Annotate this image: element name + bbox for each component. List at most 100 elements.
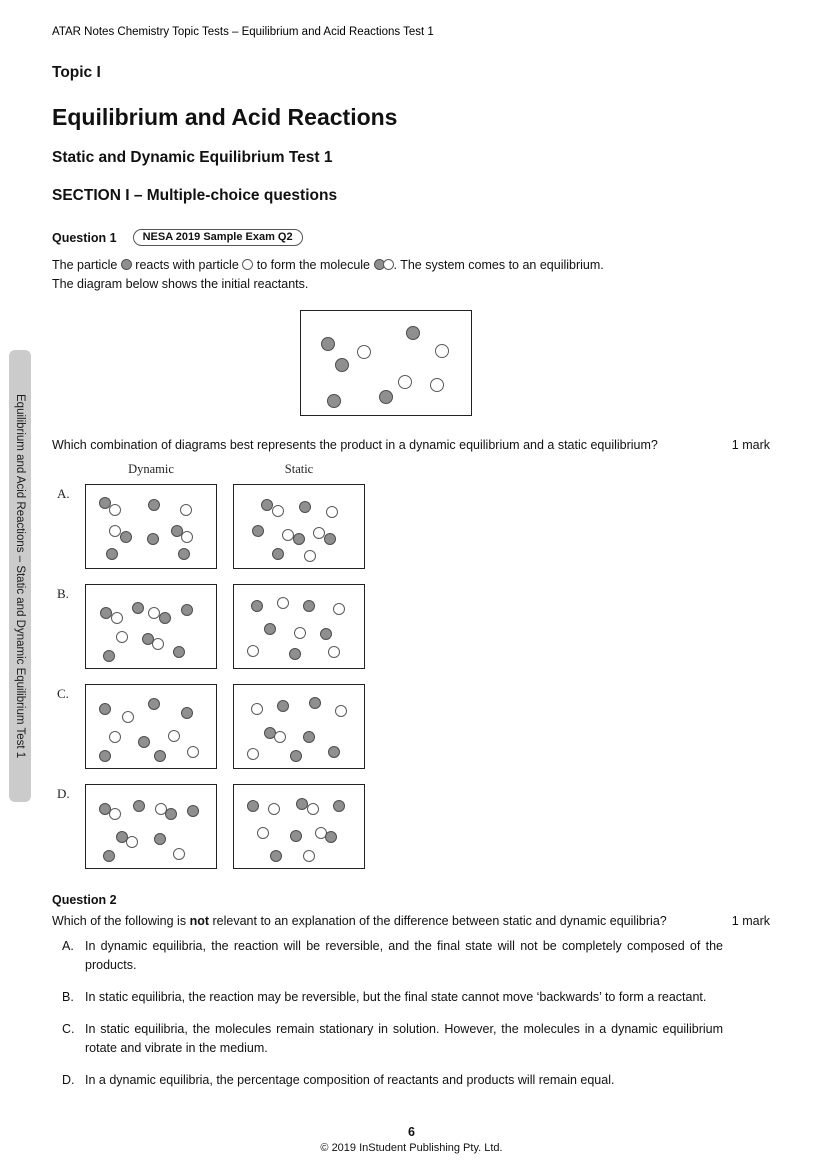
white-particle [335, 704, 348, 717]
copyright-notice: © 2019 InStudent Publishing Pty. Ltd. [320, 1142, 503, 1154]
prompt-bold-word: not [189, 914, 210, 928]
white-particle-icon [242, 259, 254, 270]
option2-letter-c: C. [62, 1022, 75, 1036]
option2-letter-d: D. [62, 1073, 75, 1087]
gray-particle [319, 628, 332, 641]
option-letter-a: A. [57, 486, 70, 501]
dynamic-column-label: Dynamic [128, 462, 174, 476]
gray-particle [325, 831, 337, 844]
gray-particle [323, 533, 336, 546]
gray-particle [148, 698, 161, 711]
white-particle [435, 344, 450, 359]
option-row-c: C. [52, 684, 770, 769]
question2-prompt: Which of the following is not relevant t… [52, 914, 667, 928]
gray-particle [289, 749, 302, 762]
gray-particle [99, 497, 111, 510]
white-particle [276, 596, 289, 609]
white-particle [257, 826, 270, 839]
white-particle [271, 504, 284, 517]
white-particle [152, 638, 165, 651]
gray-particle [276, 699, 289, 712]
side-tab: Equilibrium and Acid Reactions – Static … [9, 350, 31, 802]
white-particle [173, 848, 186, 861]
gray-particle [379, 390, 394, 405]
option2-text-a: In dynamic equilibria, the reaction will… [85, 939, 723, 972]
exam-source-badge: NESA 2019 Sample Exam Q2 [132, 229, 303, 246]
white-particle [397, 375, 412, 390]
gray-particle [102, 849, 115, 862]
gray-particle [250, 599, 263, 612]
gray-particle [302, 599, 315, 612]
white-particle [109, 731, 122, 744]
test-subtitle: Static and Dynamic Equilibrium Test 1 [52, 149, 333, 166]
question2-option-b: B. In static equilibria, the reaction ma… [62, 988, 723, 1007]
gray-particle [252, 524, 265, 537]
gray-particle [138, 735, 150, 748]
white-particle [357, 345, 372, 360]
intro-text-1: The particle [52, 258, 118, 272]
running-header: ATAR Notes Chemistry Topic Tests – Equil… [52, 26, 434, 38]
question1-prompt: Which combination of diagrams best repre… [52, 438, 658, 452]
gray-particle [131, 601, 144, 614]
question2-label: Question 2 [52, 893, 117, 907]
gray-particle [180, 604, 193, 617]
gray-particle [406, 325, 421, 340]
gray-particle [289, 829, 302, 842]
gray-particle [288, 648, 301, 661]
white-particle [306, 803, 319, 816]
option-c-dynamic-diagram [85, 684, 217, 769]
white-particle [122, 710, 135, 723]
question2-prompt-row: Which of the following is not relevant t… [52, 914, 770, 928]
option2-text-b: In static equilibria, the reaction may b… [85, 990, 707, 1004]
white-particle [250, 703, 263, 716]
question1-marks: 1 mark [731, 438, 770, 452]
white-particle [126, 836, 139, 849]
option-b-dynamic-diagram [85, 584, 217, 669]
gray-particle [261, 499, 274, 512]
page-content: ATAR Notes Chemistry Topic Tests – Equil… [52, 26, 770, 1090]
question1-intro: The particle reacts with particle to for… [52, 256, 770, 294]
gray-particle [180, 706, 193, 719]
gray-particle [165, 808, 178, 821]
gray-particle [327, 746, 340, 759]
question1-prompt-row: Which combination of diagrams best repre… [52, 438, 770, 452]
question1-label: Question 1 [52, 230, 117, 245]
gray-particle [326, 394, 341, 409]
white-particle [109, 808, 122, 821]
white-particle [313, 526, 326, 539]
option-b-static-diagram [233, 584, 365, 669]
white-particle [274, 731, 287, 744]
gray-particle [178, 548, 191, 561]
page-number: 6 [408, 1125, 415, 1139]
molecule-white-icon [382, 259, 394, 270]
white-particle [115, 631, 128, 644]
gray-particle [99, 749, 111, 762]
question2-option-d: D. In a dynamic equilibria, the percenta… [62, 1071, 723, 1090]
initial-reactants-diagram [300, 310, 472, 416]
gray-particle [332, 799, 345, 812]
white-particle [430, 377, 445, 392]
white-particle [247, 748, 259, 761]
question2-option-c: C. In static equilibria, the molecules r… [62, 1020, 723, 1058]
white-particle [302, 849, 315, 862]
gray-particle [153, 749, 166, 762]
gray-particle [170, 524, 183, 537]
question2-block: Question 2 Which of the following is not… [52, 893, 770, 1090]
gray-particle [271, 548, 284, 561]
white-particle [332, 603, 345, 616]
intro-text-4: . The system comes to an equilibrium. [393, 258, 604, 272]
white-particle [148, 606, 161, 619]
gray-particle [102, 649, 115, 662]
question2-option-a: A. In dynamic equilibria, the reaction w… [62, 937, 723, 975]
white-particle [109, 504, 122, 517]
static-column-label: Static [284, 462, 314, 476]
intro-text-line2: The diagram below shows the initial reac… [52, 277, 309, 291]
option-letter-c: C. [57, 686, 69, 701]
option-a-static-diagram [233, 484, 365, 569]
side-tab-label: Equilibrium and Acid Reactions – Static … [14, 393, 26, 759]
intro-text-2: reacts with particle [135, 258, 239, 272]
white-particle [327, 646, 340, 659]
page-title: Equilibrium and Acid Reactions [52, 104, 398, 130]
white-particle [326, 505, 339, 518]
